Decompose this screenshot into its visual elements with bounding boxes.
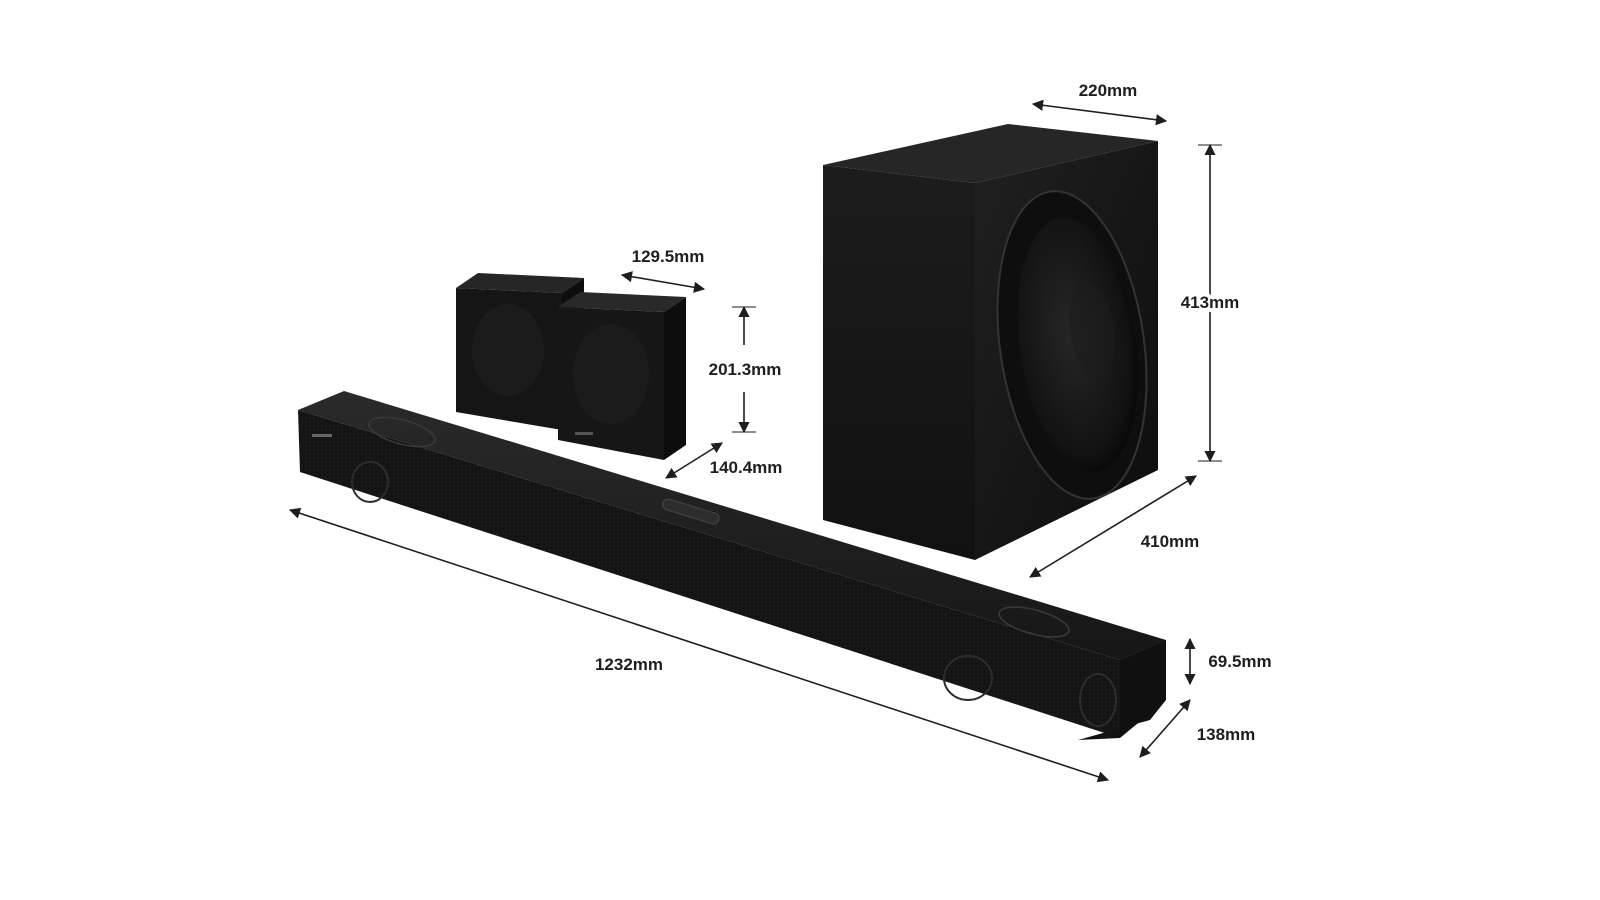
bar-width-label: 1232mm <box>595 655 663 674</box>
rear-speaker-right <box>558 292 686 460</box>
sub-width-arrow <box>1031 99 1168 126</box>
subwoofer-top <box>823 124 1158 183</box>
rear-width-arrow <box>620 271 706 293</box>
rear-width-label: 129.5mm <box>632 247 705 266</box>
sub-depth-label: 410mm <box>1141 532 1200 551</box>
bar-depth-label: 138mm <box>1197 725 1256 744</box>
subwoofer-driver <box>996 190 1148 500</box>
subwoofer-front <box>823 165 975 560</box>
rear-depth-label: 140.4mm <box>710 458 783 477</box>
rear-height-label: 201.3mm <box>709 360 782 379</box>
subwoofer <box>823 124 1158 560</box>
dimension-lines <box>288 99 1222 783</box>
bar-depth-arrow <box>1139 699 1191 758</box>
sub-width-label: 220mm <box>1079 81 1138 100</box>
dimension-labels: 220mm 413mm 410mm 129.5mm 201.3mm 140.4m… <box>595 81 1272 744</box>
rear-depth-arrow <box>665 442 723 479</box>
sub-height-label: 413mm <box>1181 293 1240 312</box>
bar-height-label: 69.5mm <box>1208 652 1271 671</box>
bar-width-arrow <box>288 507 1110 783</box>
